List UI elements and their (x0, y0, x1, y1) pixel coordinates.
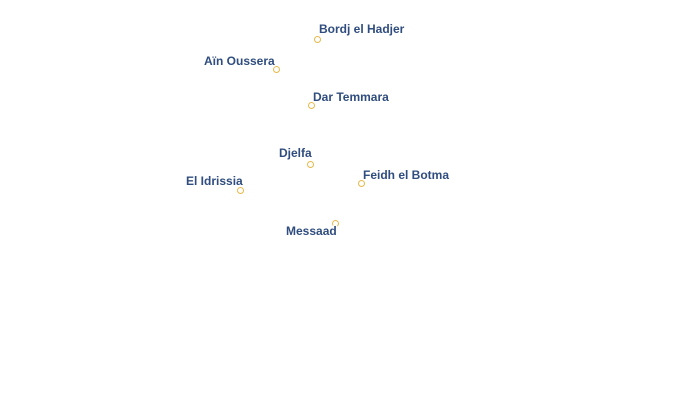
city-marker-icon[interactable] (236, 186, 244, 194)
city-label: Bordj el Hadjer (319, 22, 405, 36)
city-label: Djelfa (279, 146, 312, 160)
city-label: El Idrissia (186, 174, 243, 188)
city-label: Feidh el Botma (363, 168, 450, 182)
city-label: Dar Temmara (313, 90, 389, 104)
city-marker-icon[interactable] (331, 219, 339, 227)
city-label: Aïn Oussera (204, 54, 275, 68)
city-marker-icon[interactable] (313, 35, 321, 43)
city-marker-icon[interactable] (272, 65, 280, 73)
city-marker-icon[interactable] (306, 160, 314, 168)
city-marker-icon[interactable] (357, 179, 365, 187)
city-label: Messaad (286, 224, 337, 238)
city-marker-icon[interactable] (307, 101, 315, 109)
